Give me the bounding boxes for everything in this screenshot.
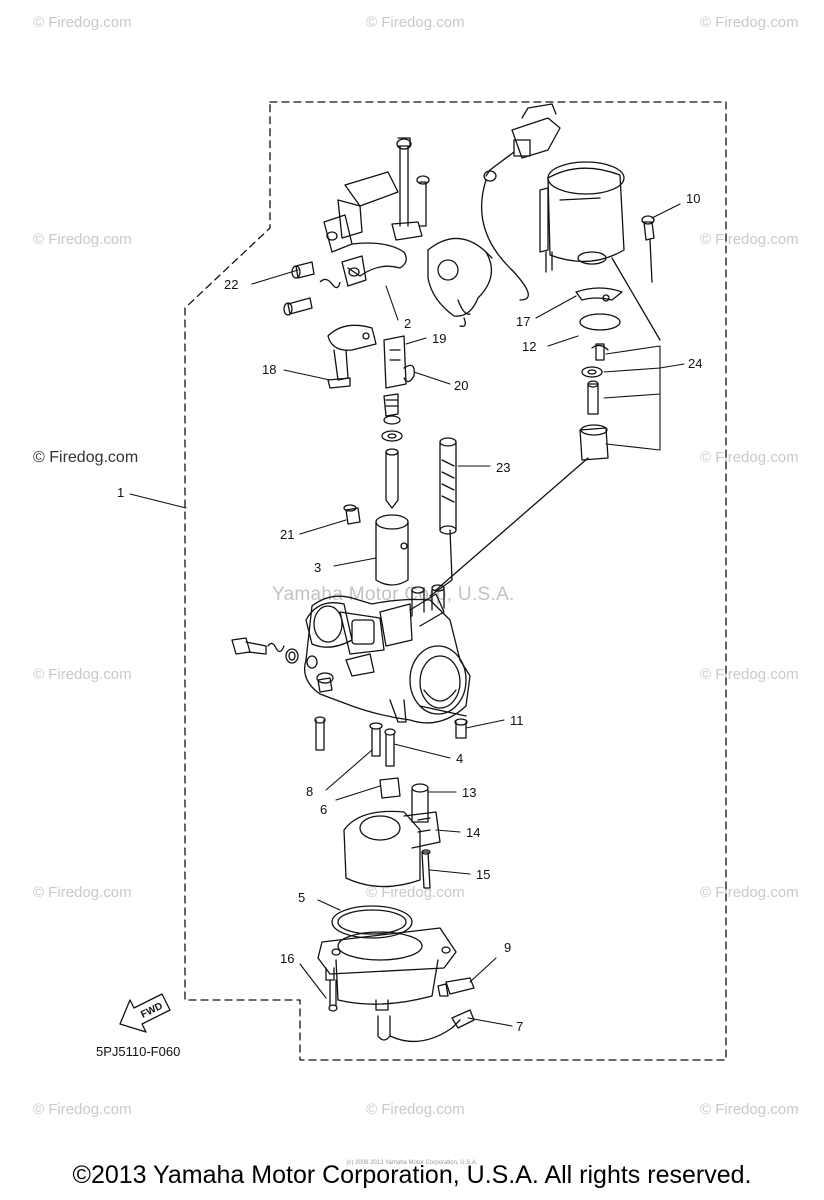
auto-choke-lower-parts (435, 313, 621, 591)
copyright-text: ©2013 Yamaha Motor Corporation, U.S.A. A… (72, 1161, 752, 1189)
callout-19: 19 (432, 331, 446, 346)
callout-23: 23 (496, 460, 510, 475)
callout-10: 10 (686, 191, 700, 206)
needle-parts (327, 324, 457, 597)
watermark: © Firedog.com (700, 14, 799, 31)
callout-21: 21 (280, 527, 294, 542)
float (343, 810, 441, 889)
callout-3: 3 (314, 560, 321, 575)
fine-print: (c) 2006 2013 Yamaha Motor Corporation, … (346, 1160, 478, 1166)
callout-labels: 1 2 3 4 5 6 7 8 9 10 11 12 13 14 15 16 1… (117, 191, 702, 1034)
pilot-screw (231, 637, 318, 669)
callout-24: 24 (688, 356, 702, 371)
callout-15: 15 (476, 867, 490, 882)
callout-20: 20 (454, 378, 468, 393)
choke-linkage (323, 137, 493, 327)
callout-8: 8 (306, 784, 313, 799)
watermark: © Firedog.com (33, 14, 132, 31)
callout-22: 22 (224, 277, 238, 292)
callout-5: 5 (298, 890, 305, 905)
watermark: © Firedog.com (700, 449, 799, 466)
callout-14: 14 (466, 825, 480, 840)
callout-13: 13 (462, 785, 476, 800)
center-watermark: Yamaha Motor Corp, U.S.A. (272, 584, 515, 605)
auto-choke (480, 103, 661, 341)
callout-16: 16 (280, 951, 294, 966)
callout-4: 4 (456, 751, 463, 766)
watermark: © Firedog.com (33, 666, 132, 683)
callout-6: 6 (320, 802, 327, 817)
watermark: © Firedog.com (366, 14, 465, 31)
callout-9: 9 (504, 940, 511, 955)
float-chamber (317, 905, 475, 1042)
watermark: © Firedog.com (700, 884, 799, 901)
carburetor-body (303, 584, 471, 724)
callout-11: 11 (510, 713, 524, 728)
watermark: © Firedog.com (33, 884, 132, 901)
watermark: © Firedog.com (366, 884, 465, 901)
callout-18: 18 (262, 362, 276, 377)
assembly-boundary (184, 101, 727, 1061)
watermark: © Firedog.com (33, 231, 132, 248)
diagram-code: 5PJ5110-F060 (96, 1044, 181, 1059)
leader-lines (129, 203, 685, 1027)
watermark: © Firedog.com (700, 666, 799, 683)
throttle-valve (343, 504, 409, 586)
jets (314, 716, 468, 823)
watermark: © Firedog.com (700, 231, 799, 248)
callout-2: 2 (404, 316, 411, 331)
callout-7: 7 (516, 1019, 523, 1034)
callout-12: 12 (522, 339, 536, 354)
watermark: © Firedog.com (366, 1101, 465, 1118)
watermark-dark: © Firedog.com (33, 449, 139, 466)
fwd-arrow (119, 993, 171, 1033)
callout-17: 17 (516, 314, 530, 329)
watermark: © Firedog.com (700, 1101, 799, 1118)
callout-1: 1 (117, 485, 124, 500)
watermark: © Firedog.com (33, 1101, 132, 1118)
